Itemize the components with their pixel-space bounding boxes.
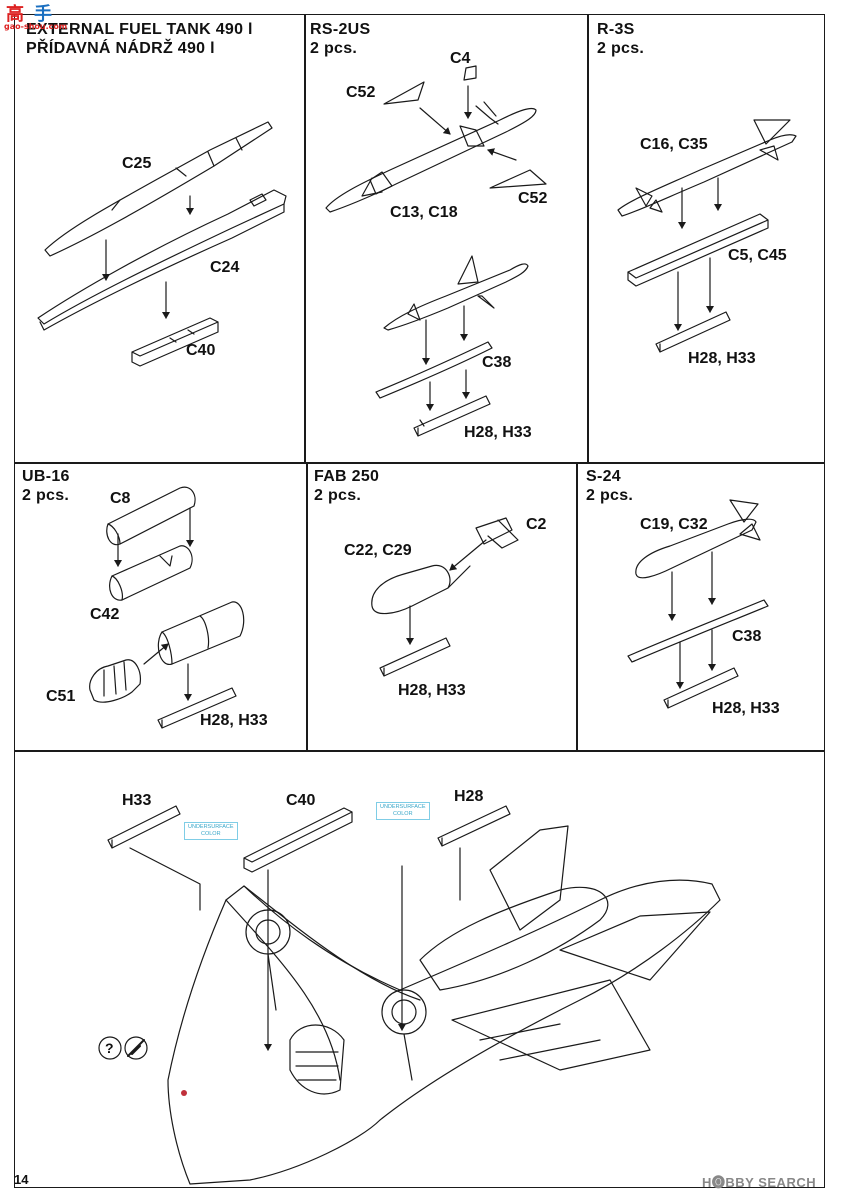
fab250-bomb-drawing — [371, 564, 471, 615]
panel-title-fab250: FAB 250 — [314, 468, 380, 485]
part-label: C16, C35 — [640, 136, 708, 153]
airframe-pylon-c40 — [243, 807, 353, 873]
part-label: H33 — [122, 792, 152, 809]
tank-pylon-drawing — [37, 189, 287, 331]
undersurface-color-note-right: UNDERSURFACE COLOR — [376, 802, 430, 820]
part-label: C42 — [90, 606, 120, 623]
r3s-missile-drawing — [617, 119, 797, 217]
panel-qty-fab250: 2 pcs. — [314, 487, 362, 504]
rs2us-c4 — [463, 65, 477, 81]
part-label: C52 — [346, 84, 376, 101]
color-marker — [181, 1090, 187, 1096]
part-label: C19, C32 — [640, 516, 708, 533]
r3s-pylon-drawing — [627, 213, 769, 287]
tail-fin-drawing — [489, 825, 711, 981]
panel-title-fuel-tank-cz: PŘÍDAVNÁ NÁDRŽ 490 l — [26, 40, 215, 57]
undersurface-color-note-left: UNDERSURFACE COLOR — [184, 822, 238, 840]
part-label: H28, H33 — [464, 424, 532, 441]
landing-gear-drawing — [245, 909, 427, 1081]
part-label: C38 — [482, 354, 512, 371]
engine-bay-drawing — [289, 1024, 345, 1095]
panel-qty-r3s: 2 pcs. — [597, 40, 645, 57]
panel-title-r3s: R-3S — [597, 21, 635, 38]
part-label: C5, C45 — [728, 247, 787, 264]
part-label: C8 — [110, 490, 131, 507]
panel-fab250 — [306, 462, 578, 752]
rs2us-missile-2-drawing — [383, 255, 529, 331]
rs2us-fin-upper — [383, 81, 425, 105]
rs2us-adapter-drawing — [413, 395, 491, 437]
fab250-tail-c2 — [475, 517, 519, 549]
ub16-c42-drawing — [109, 545, 193, 601]
ub16-c51-drawing — [89, 659, 141, 703]
panel-airframe — [14, 750, 825, 1188]
part-label: H28, H33 — [712, 700, 780, 717]
airframe-adapter-h33 — [107, 805, 181, 849]
part-label: C51 — [46, 688, 76, 705]
part-label: H28 — [454, 788, 484, 805]
s24-pylon-drawing — [627, 599, 769, 663]
part-label: C2 — [526, 516, 547, 533]
panel-title-fuel-tank-en: EXTERNAL FUEL TANK 490 l — [26, 21, 253, 38]
page-number: 14 — [14, 1172, 29, 1187]
fuselage-drawing — [167, 879, 721, 1185]
r3s-adapter-drawing — [655, 311, 731, 353]
rs2us-pylon-drawing — [375, 341, 493, 399]
part-label: C13, C18 — [390, 204, 458, 221]
c40-adapter-drawing — [131, 317, 219, 367]
ub16-pod-drawing — [157, 601, 245, 665]
part-label: H28, H33 — [688, 350, 756, 367]
part-label: C38 — [732, 628, 762, 645]
rs2us-fin-lower — [489, 169, 547, 189]
part-label: C52 — [518, 190, 548, 207]
canopy-drawing — [419, 886, 609, 991]
symbol-optional — [98, 1036, 122, 1060]
s24-rocket-drawing — [635, 499, 761, 579]
part-label: H28, H33 — [398, 682, 466, 699]
watermark-hobby-search: H🅞BBY SEARCH — [702, 1175, 817, 1190]
ub16-adapter-drawing — [157, 687, 237, 729]
ub16-c8-drawing — [106, 486, 196, 546]
panel-title-ub16: UB-16 — [22, 468, 70, 485]
panel-qty-ub16: 2 pcs. — [22, 487, 70, 504]
watermark-logo: 高 手 gao-shou.com — [4, 4, 68, 31]
panel-title-s24: S-24 — [586, 468, 621, 485]
part-label: C24 — [210, 259, 240, 276]
panel-rs2us — [304, 14, 589, 464]
panel-ub16 — [14, 462, 308, 752]
panel-fuel-tank — [14, 14, 306, 464]
s24-adapter-drawing — [663, 667, 739, 709]
part-label: C4 — [450, 50, 471, 67]
panel-r3s — [587, 14, 825, 464]
optional-question-mark: ? — [105, 1040, 114, 1056]
airframe-adapter-h28 — [437, 805, 511, 847]
panel-qty-s24: 2 pcs. — [586, 487, 634, 504]
symbol-paint — [124, 1036, 148, 1060]
panel-title-rs2us: RS-2US — [310, 21, 371, 38]
panel-qty-rs2us: 2 pcs. — [310, 40, 358, 57]
panel-s24 — [576, 462, 825, 752]
part-label: C22, C29 — [344, 542, 412, 559]
fab250-adapter-drawing — [379, 637, 451, 677]
wing-drawing — [451, 979, 651, 1071]
drop-tank-drawing — [44, 121, 273, 257]
rs2us-missile-drawing — [325, 101, 537, 213]
part-label: H28, H33 — [200, 712, 268, 729]
part-label: C25 — [122, 155, 152, 172]
part-label: C40 — [186, 342, 216, 359]
part-label: C40 — [286, 792, 316, 809]
